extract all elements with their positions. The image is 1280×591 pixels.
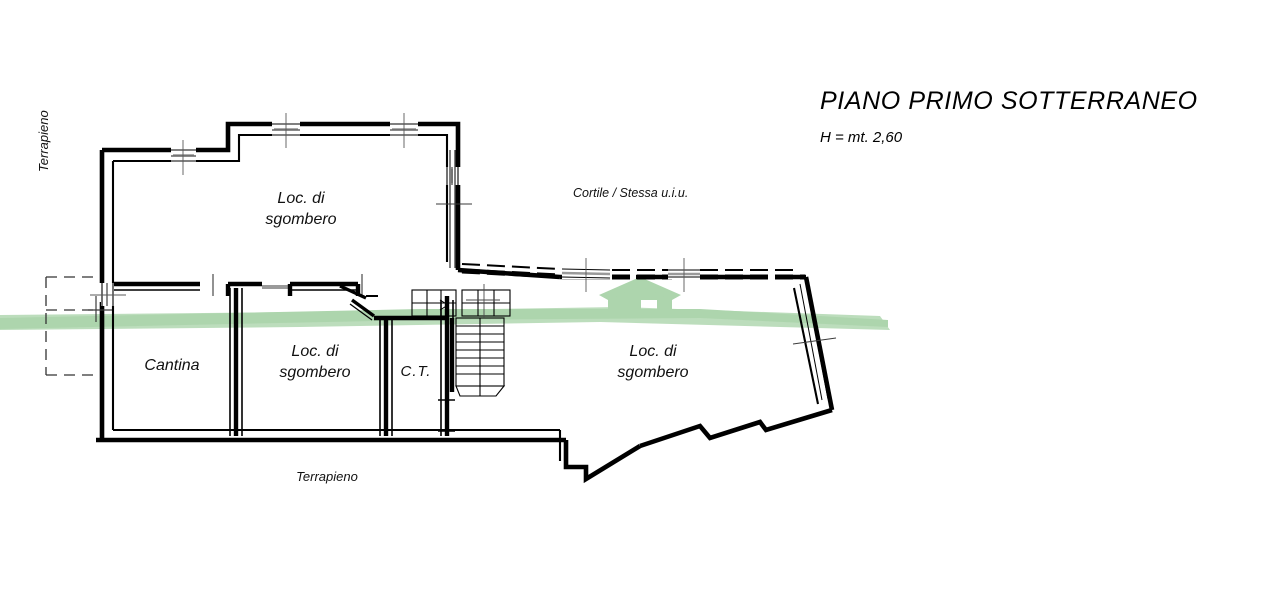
window-icon [390,113,418,148]
window-icon [792,282,837,401]
window-icon [668,258,700,292]
interior-walls [113,281,455,436]
window-icon [171,140,196,175]
interior-wall-thin-faces [113,288,454,436]
window-icon [272,113,300,148]
wall-tick [438,399,455,432]
dashed-reference-outline [45,276,102,376]
drawing-title: PIANO PRIMO SOTTERRANEO [820,87,1198,115]
window-icon [561,258,611,292]
drawing-height-note: H = mt. 2,60 [820,128,903,146]
staircase [411,284,511,397]
window-icon [436,150,472,268]
wall-inner-faces [111,133,820,461]
door-symbols [225,284,378,321]
window-openings [90,113,837,432]
reference-ticks [88,296,112,322]
window-icon [90,283,126,306]
window-icon [436,167,470,205]
hatched-wall-right-room [461,263,805,280]
exterior-walls [96,121,835,484]
title-block: PIANO PRIMO SOTTERRANEO H = mt. 2,60 [820,87,1240,146]
